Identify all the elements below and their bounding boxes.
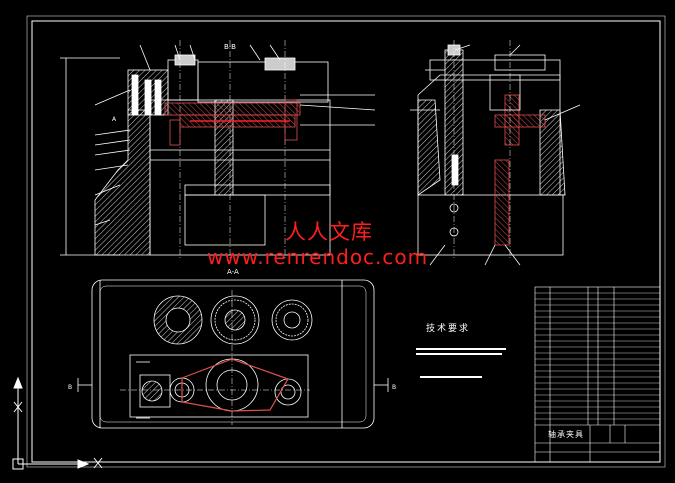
section-marker-b-right: B xyxy=(392,384,396,391)
parts-list-table xyxy=(534,286,661,463)
section-label-aa: A-A xyxy=(227,268,239,276)
tech-requirement-lines xyxy=(416,348,506,378)
section-label-bb: B-B xyxy=(224,43,236,51)
section-marker-b-left: B xyxy=(68,384,72,391)
watermark-chinese: 人人文库 xyxy=(285,220,373,244)
section-marker-a: A xyxy=(112,116,117,123)
watermark-url[interactable]: www.renrendoc.com xyxy=(207,245,429,269)
tech-requirements-heading: 技术要求 xyxy=(426,324,471,334)
front-section-view xyxy=(60,40,376,260)
plan-view-aa xyxy=(77,279,389,429)
drawing-frame xyxy=(26,15,666,468)
title-block-name: 轴承夹具 xyxy=(548,430,584,439)
ucs-axis-icon xyxy=(12,376,103,470)
parts-list-rows xyxy=(535,292,660,420)
side-section-view xyxy=(410,40,581,266)
